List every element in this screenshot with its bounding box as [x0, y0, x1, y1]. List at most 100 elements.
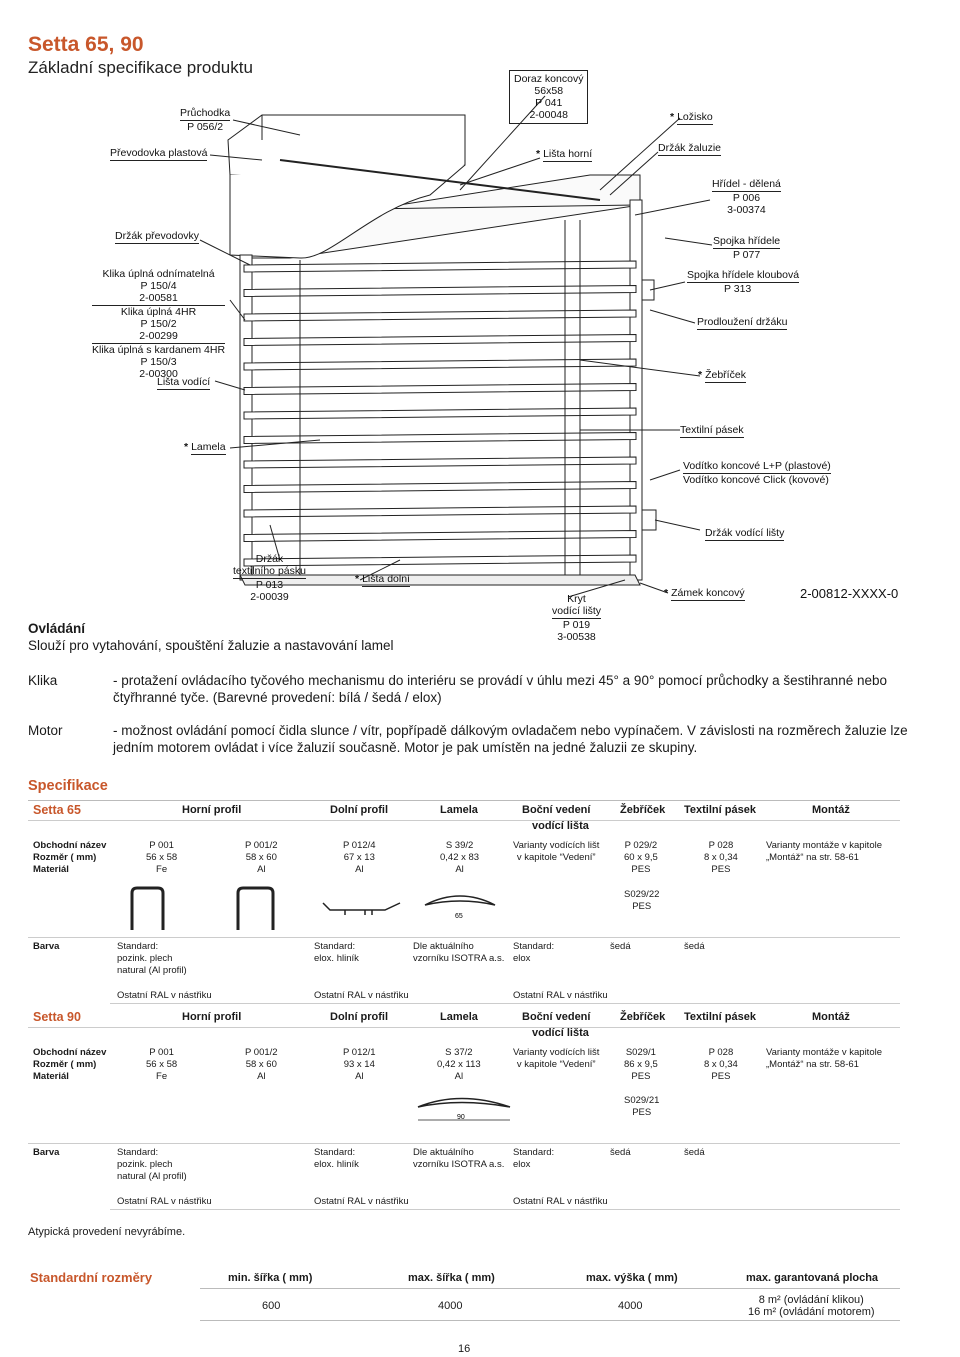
slat — [243, 529, 637, 543]
setta90-barva-vedeni: Standard:elox — [513, 1147, 555, 1170]
col90-zebricek: Žebříček — [620, 1011, 666, 1023]
dims-hdr-area: max. garantovaná plocha — [746, 1272, 879, 1284]
dims-title: Standardní rozměry — [30, 1270, 153, 1285]
setta65-ral-1: Ostatní RAL v nástřiku — [117, 990, 212, 1001]
label-zamek: *Zámek koncový — [664, 587, 745, 601]
dims-min-width: 600 — [262, 1300, 281, 1312]
label-textilni-pasek: Textilní pásek — [680, 424, 744, 438]
label-drzak-zaluzie: Držák žaluzie — [658, 142, 722, 156]
label-lista-horni: *Lišta horní — [536, 148, 593, 162]
label-voditko: Vodítko koncové L+P (plastové)Vodítko ko… — [683, 460, 831, 486]
head-box — [227, 114, 466, 176]
ovladani-subheading: Slouží pro vytahování, spouštění žaluzie… — [28, 638, 394, 653]
label-lista-vodici: Lišta vodící — [157, 376, 211, 390]
col-montaz: Montáž — [812, 804, 850, 816]
label-lozisko: *Ložisko — [670, 111, 713, 125]
setta90-ral-3: Ostatní RAL v nástřiku — [513, 1196, 608, 1207]
label-zebricek: *Žebříček — [698, 369, 746, 383]
setta90-lamela-dim: 90 — [457, 1114, 465, 1121]
setta65-montaz: Varianty montáže v kapitole„Montáž“ na s… — [766, 840, 882, 863]
slat — [243, 456, 637, 469]
setta90-montaz: Varianty montáže v kapitole„Montáž“ na s… — [766, 1047, 882, 1070]
setta90-ral-1: Ostatní RAL v nástřiku — [117, 1196, 212, 1207]
blind-diagram — [199, 95, 713, 598]
slat — [243, 431, 637, 445]
page-subtitle: Základní specifikace produktu — [28, 58, 253, 77]
setta65-ral-3: Ostatní RAL v nástřiku — [513, 990, 608, 1001]
slat — [243, 260, 637, 273]
setta65-barva-vedeni: Standard:elox — [513, 941, 555, 964]
label-prodlouzeni: Prodloužení držáku — [697, 316, 788, 330]
setta65-barva-pasek: šedá — [684, 941, 705, 952]
klika-label: Klika — [28, 673, 58, 688]
col90-lamela: Lamela — [440, 1011, 478, 1023]
motor-label: Motor — [28, 723, 63, 738]
slat — [243, 480, 637, 494]
setta90-barva-zebricek: šedá — [610, 1147, 631, 1158]
setta65-lamela-dim: 65 — [455, 913, 463, 920]
label-drzak-vodici-listy: Držák vodící lišty — [705, 527, 785, 541]
col-lamela: Lamela — [440, 804, 478, 816]
setta90-barva-dolni: Standard:elox. hliník — [314, 1147, 359, 1170]
page-number: 16 — [458, 1343, 471, 1355]
dims-max-height: 4000 — [618, 1300, 643, 1312]
col90-montaz: Montáž — [812, 1011, 850, 1023]
setta65-ral-2: Ostatní RAL v nástřiku — [314, 990, 409, 1001]
setta65-barva-label: Barva — [33, 941, 60, 952]
col-zebricek: Žebříček — [620, 804, 666, 816]
col90-dolni: Dolní profil — [330, 1011, 389, 1023]
setta65-profiles: 65 — [130, 886, 496, 930]
spec-note: Atypická provedení nevyrábíme. — [28, 1226, 186, 1238]
setta90-ral-2: Ostatní RAL v nástřiku — [314, 1196, 409, 1207]
product-code: 2-00812-XXXX-0 — [800, 586, 899, 601]
slat — [243, 358, 637, 371]
setta90-barva-label: Barva — [33, 1147, 60, 1158]
slat — [243, 382, 637, 396]
col-dolni: Dolní profil — [330, 804, 389, 816]
setta90-barva-pasek: šedá — [684, 1147, 705, 1158]
label-prevodovka: Převodovka plastová — [110, 147, 208, 161]
spec-title: Specifikace — [28, 778, 108, 794]
setta90-name: Setta 90 — [33, 1010, 81, 1024]
dims-hdr-max-width: max. šířka ( mm) — [408, 1272, 495, 1284]
page-title: Setta 65, 90 — [28, 33, 144, 56]
setta65-name: Setta 65 — [33, 803, 81, 817]
motor-text: - možnost ovládání pomocí čidla slunce /… — [113, 723, 908, 755]
dims-hdr-min-width: min. šířka ( mm) — [228, 1272, 313, 1284]
slat — [243, 554, 637, 567]
col-pasek: Textilní pásek — [684, 804, 756, 816]
dims-max-width: 4000 — [438, 1300, 463, 1312]
slat — [243, 407, 637, 420]
label-lamela: *Lamela — [184, 441, 226, 455]
